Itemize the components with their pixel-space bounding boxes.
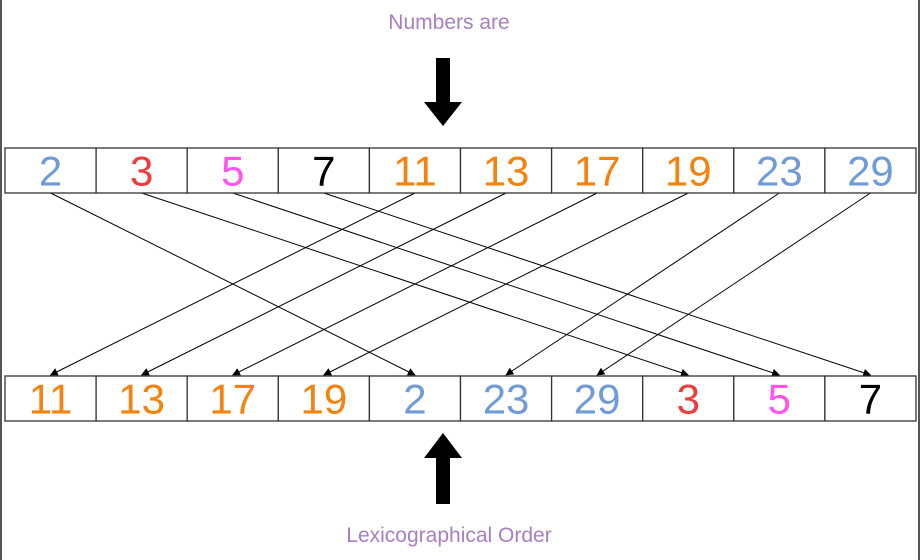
numeric-number-19: 19 (665, 148, 712, 195)
lexicographical-number-2: 2 (403, 376, 426, 423)
lexicographical-cell-19: 19 (277, 375, 371, 423)
lexicographical-number-17: 17 (209, 376, 256, 423)
numeric-number-2: 2 (39, 148, 62, 195)
numeric-cell-box (550, 147, 644, 194)
numeric-cell-box (824, 147, 917, 194)
numeric-cell-2: 2 (4, 147, 97, 195)
numeric-number-3: 3 (130, 148, 153, 195)
numeric-number-29: 29 (847, 148, 894, 195)
lexicographical-cell-23: 23 (459, 375, 553, 423)
lexicographical-cell-box (550, 375, 644, 422)
numeric-cell-11: 11 (368, 147, 462, 195)
numeric-number-7: 7 (312, 148, 335, 195)
lexicographical-number-19: 19 (300, 376, 347, 423)
lexicographical-cell-box (368, 375, 462, 422)
lexicographical-number-7: 7 (859, 376, 882, 423)
mapping-arrow-29 (596, 192, 871, 376)
mapping-arrow-11 (49, 192, 416, 376)
lexicographical-cell-box (824, 375, 917, 422)
numeric-cell-box (186, 147, 279, 194)
numeric-number-23: 23 (756, 148, 803, 195)
lexicographical-cell-box (733, 375, 826, 422)
arrow-up-icon (424, 433, 462, 504)
numeric-cell-29: 29 (824, 147, 917, 195)
numeric-cell-23: 23 (733, 147, 826, 195)
arrow-down-icon (424, 58, 462, 126)
lexicographical-cell-5: 5 (733, 375, 826, 423)
lexicographical-cell-box (459, 375, 553, 422)
numeric-cell-17: 17 (550, 147, 644, 195)
lexicographical-number-3: 3 (677, 376, 700, 423)
lexicographical-cell-box (186, 375, 279, 422)
mapping-arrow-7 (323, 192, 872, 377)
lexicographical-cell-17: 17 (186, 375, 279, 423)
mapping-lines (49, 192, 872, 377)
numeric-number-11: 11 (393, 148, 437, 195)
numeric-cell-box (459, 147, 553, 194)
lexicographical-cell-3: 3 (642, 375, 735, 423)
lexicographical-cell-13: 13 (95, 375, 188, 423)
numeric-number-5: 5 (221, 148, 244, 195)
numeric-number-13: 13 (483, 148, 530, 195)
bottom-caption: Lexicographical Order (346, 524, 552, 547)
numeric-cell-box (95, 147, 188, 194)
numeric-cell-7: 7 (277, 147, 371, 195)
right-border (918, 0, 920, 560)
lexicographical-cell-7: 7 (824, 375, 917, 423)
numeric-cell-box (4, 147, 97, 194)
lexicographical-number-11: 11 (29, 376, 73, 423)
numeric-cell-box (368, 147, 462, 194)
lexicographical-number-29: 29 (574, 376, 621, 423)
lexicographical-cell-29: 29 (550, 375, 644, 423)
mapping-arrow-23 (505, 192, 780, 376)
lexicographical-cell-2: 2 (368, 375, 462, 423)
numeric-cell-19: 19 (642, 147, 735, 195)
mapping-arrow-13 (140, 192, 507, 376)
numeric-cell-13: 13 (459, 147, 553, 195)
lexicographical-number-23: 23 (483, 376, 530, 423)
numeric-cell-box (642, 147, 735, 194)
numeric-cell-5: 5 (186, 147, 279, 195)
left-border (0, 0, 2, 560)
lexicographical-cell-box (277, 375, 371, 422)
top-caption: Numbers are (388, 11, 510, 34)
lexicographical-cell-11: 11 (4, 375, 97, 423)
mapping-arrow-19 (323, 192, 689, 376)
numeric-cell-3: 3 (95, 147, 188, 195)
numeric-number-17: 17 (574, 148, 621, 195)
lexicographical-number-5: 5 (768, 376, 791, 423)
mapping-arrow-17 (232, 192, 598, 376)
lexicographical-cell-box (4, 375, 97, 422)
numeric-cell-box (733, 147, 826, 194)
lexicographical-number-13: 13 (118, 376, 165, 423)
